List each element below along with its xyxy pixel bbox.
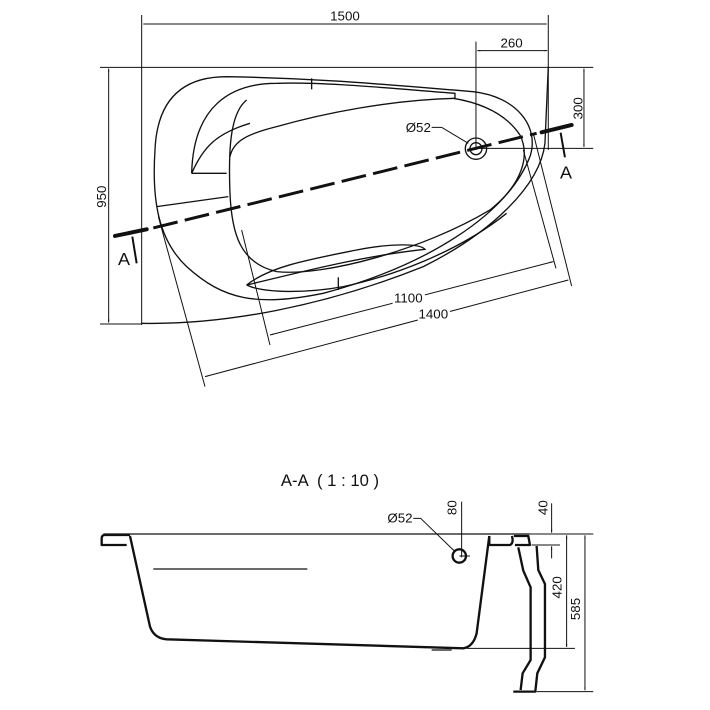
section-arrow-left-icon	[131, 236, 138, 264]
drain-leader	[431, 126, 469, 144]
dim-depth-label: 950	[94, 186, 109, 208]
top-view: 1500 260 300 950 A A Ø52	[94, 9, 594, 387]
dim-width-label: 1500	[330, 9, 360, 24]
section-line	[152, 131, 537, 230]
extension-line-1400-left	[157, 216, 206, 387]
section-arrow-right-icon	[559, 132, 566, 158]
apron-clip	[513, 534, 532, 547]
apron-outer	[513, 545, 547, 693]
seat-line	[156, 195, 229, 208]
dim-drain-height-label: 80	[445, 500, 460, 515]
drain-inner-icon	[469, 141, 483, 156]
bowl-outline	[228, 97, 525, 273]
extension-line-1100-right	[522, 149, 557, 269]
right-lip	[488, 535, 514, 547]
extension-line-1400-right	[532, 133, 573, 287]
section-view: A-A ( 1 : 10 ) 80 Ø52 40 420 585	[100, 471, 594, 693]
extension-line-1100-left	[241, 229, 271, 346]
section-line-end-left	[112, 227, 149, 238]
section-line-end-right	[539, 122, 574, 135]
tub-body	[128, 535, 491, 650]
dim-drain-x-label: 260	[500, 35, 522, 50]
drain-label: Ø52	[406, 120, 431, 135]
section-title: A-A ( 1 : 10 )	[281, 471, 379, 490]
drain-leader	[413, 517, 455, 552]
dim-drain-y-label: 300	[571, 97, 586, 119]
dim-rim-label: 40	[536, 500, 551, 515]
dim-outer-length-label: 1400	[418, 307, 448, 322]
apron-inner	[517, 547, 532, 691]
headrest-outline	[190, 82, 456, 174]
left-lip	[100, 533, 130, 547]
drain-label: Ø52	[387, 511, 412, 526]
dim-inner-depth-label: 420	[550, 576, 565, 598]
dim-line-1400	[204, 279, 569, 378]
drain-outer-icon	[464, 137, 488, 160]
armrest-lower-curve	[246, 212, 508, 293]
backrest-curve	[229, 97, 455, 157]
section-marker-right: A	[560, 162, 572, 182]
dim-inner-length-label: 1100	[394, 291, 423, 306]
outer-rim-outline	[141, 66, 549, 325]
dim-total-height-label: 585	[568, 598, 583, 620]
headrest-inner	[191, 122, 251, 174]
section-marker-left: A	[118, 249, 130, 269]
